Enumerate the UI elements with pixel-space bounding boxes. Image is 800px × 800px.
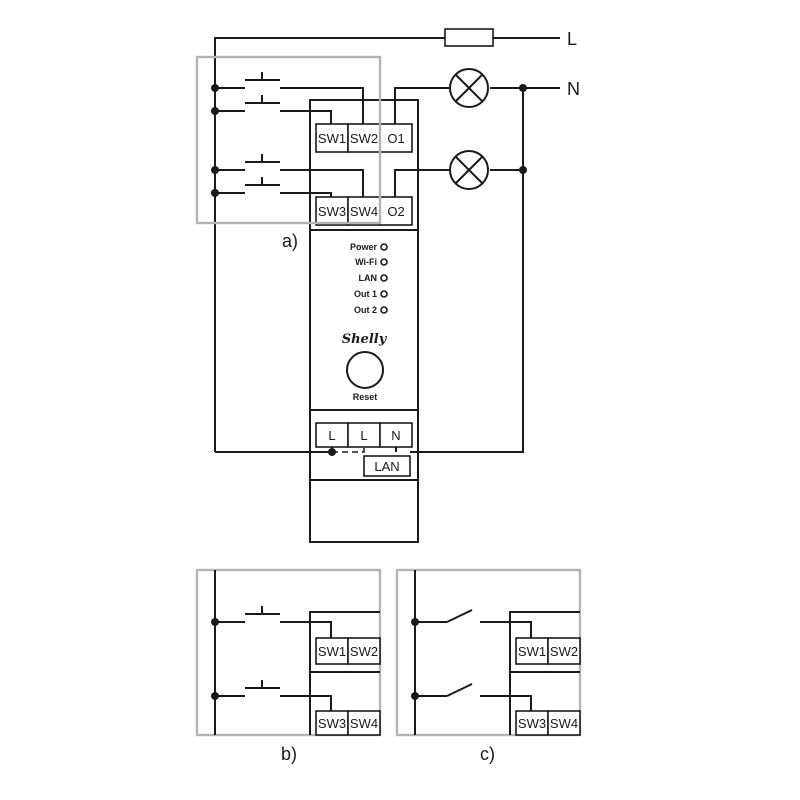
power-terminals: L L N	[315, 422, 413, 448]
led-power-icon	[380, 243, 388, 251]
panel-b: SW1 SW2 SW3 SW4	[195, 568, 382, 737]
push-button-4-icon	[211, 177, 332, 197]
fuse-icon	[444, 28, 494, 47]
terminal-l1: L	[328, 428, 335, 443]
panel-b-terminal-sw4: SW4	[350, 716, 378, 731]
terminal-sw2: SW2	[350, 131, 378, 146]
terminal-o2: O2	[387, 204, 404, 219]
led-list: Power Wi-Fi LAN Out 1 Out 2	[350, 242, 388, 315]
panel-c-label: c)	[480, 744, 495, 764]
push-button-1-icon	[211, 72, 364, 124]
terminal-sw1: SW1	[318, 131, 346, 146]
terminal-row-1: SW1 SW2 O1	[315, 123, 413, 153]
reset-button[interactable]	[346, 351, 384, 389]
push-button-b2-icon	[211, 680, 332, 711]
lamp-1-icon	[449, 68, 489, 108]
neutral-label: N	[567, 79, 580, 99]
panel-c-terminal-sw4: SW4	[550, 716, 578, 731]
led-power-label: Power	[350, 242, 378, 252]
led-out1-label: Out 1	[354, 289, 377, 299]
panel-b-label: b)	[281, 744, 297, 764]
led-out2-label: Out 2	[354, 305, 377, 315]
terminal-sw4: SW4	[350, 204, 378, 219]
panel-b-terminal-sw3: SW3	[318, 716, 346, 731]
push-button-2-icon	[211, 95, 332, 124]
shelly-module: SW1 SW2 O1 SW3 SW4 O2 Power Wi-Fi LAN Ou…	[309, 99, 419, 543]
panel-a-label: a)	[282, 231, 298, 251]
panel-c-terminal-sw2: SW2	[550, 644, 578, 659]
line-supply: L	[214, 28, 577, 125]
terminal-l2: L	[360, 428, 367, 443]
line-label: L	[567, 29, 577, 49]
lan-port	[363, 455, 411, 477]
detail-frame-a	[195, 55, 382, 225]
led-out1-icon	[380, 290, 388, 298]
terminal-row-2: SW3 SW4 O2	[315, 196, 413, 226]
led-lan-label: LAN	[359, 273, 378, 283]
led-wifi-label: Wi-Fi	[355, 257, 377, 267]
terminal-o1: O1	[387, 131, 404, 146]
push-button-b1-icon	[211, 606, 332, 638]
reset-label: Reset	[353, 392, 378, 402]
terminal-sw3: SW3	[318, 204, 346, 219]
led-lan-icon	[380, 274, 388, 282]
panel-c-terminal-sw1: SW1	[518, 644, 546, 659]
brand-logo: Shelly	[342, 332, 388, 347]
terminal-n: N	[391, 428, 400, 443]
panel-b-terminal-sw2: SW2	[350, 644, 378, 659]
panel-c: SW1 SW2 SW3 SW4	[395, 568, 582, 737]
panel-b-terminal-sw1: SW1	[318, 644, 346, 659]
toggle-switch-c2-icon	[411, 683, 532, 711]
led-out2-icon	[380, 306, 388, 314]
lamp-2-icon	[449, 150, 489, 190]
panel-c-terminal-sw3: SW3	[518, 716, 546, 731]
neutral-supply: N	[410, 79, 580, 453]
push-button-3-icon	[211, 154, 364, 197]
led-wifi-icon	[380, 258, 388, 266]
toggle-switch-c1-icon	[411, 609, 532, 638]
lan-port-label: LAN	[374, 459, 399, 474]
